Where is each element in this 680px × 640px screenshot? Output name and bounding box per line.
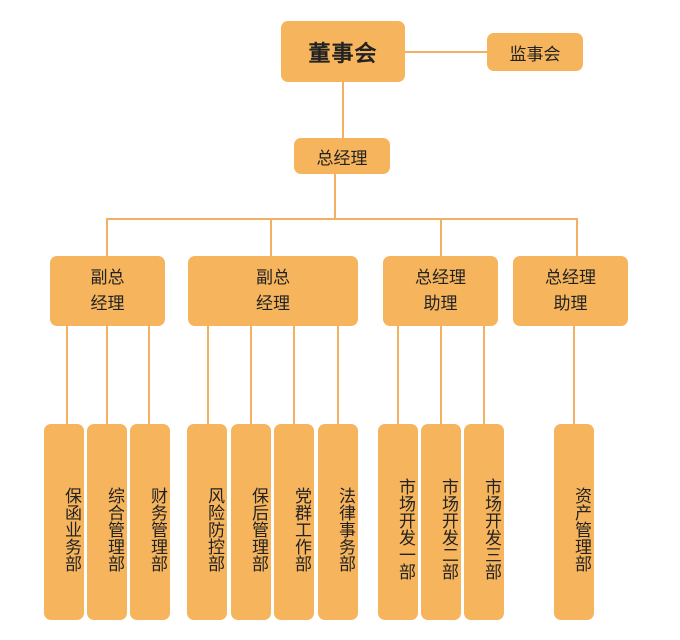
dept-party-affairs-box: 党群工作部 [274, 424, 314, 620]
dept-logistics-box: 保后管理部 [231, 424, 271, 620]
dept-market-1-box: 市场开发一部 [378, 424, 418, 620]
connector-gm-trunk [334, 174, 336, 219]
connector-to-assistant-1 [440, 218, 442, 256]
dept-assets-box: 资产管理部 [554, 424, 594, 620]
board-label: 董事会 [308, 41, 378, 67]
dept-market-3-box: 市场开发三部 [464, 424, 504, 620]
general-manager-label: 总经理 [316, 148, 368, 169]
dept-general-management-label: 综合管理部 [104, 486, 124, 572]
assistant-general-manager-1-box: 总经理 助理 [383, 256, 498, 326]
dept-assets-label: 资产管理部 [571, 486, 591, 572]
dept-market-2-label: 市场开发二部 [438, 478, 458, 580]
connector-dept-finance [148, 326, 150, 424]
connector-dept-risk-control [207, 326, 209, 424]
assistant-general-manager-1-label: 总经理 助理 [415, 268, 466, 314]
deputy-general-manager-2-box: 副总 经理 [188, 256, 358, 326]
deputy-general-manager-1-box: 副总 经理 [50, 256, 165, 326]
connector-to-deputy-1 [106, 218, 108, 256]
dept-legal-box: 法律事务部 [318, 424, 358, 620]
deputy-general-manager-1-label: 副总 经理 [90, 268, 125, 314]
connector-dept-guarantee [66, 326, 68, 424]
assistant-general-manager-2-box: 总经理 助理 [513, 256, 628, 326]
connector-to-assistant-2 [576, 218, 578, 256]
dept-risk-control-box: 风险防控部 [187, 424, 227, 620]
dept-finance-label: 财务管理部 [147, 486, 167, 572]
connector-dept-market-1 [397, 326, 399, 424]
connector-level2-bus [106, 218, 578, 220]
dept-guarantee-box: 保函业务部 [44, 424, 84, 620]
dept-risk-control-label: 风险防控部 [204, 486, 224, 572]
supervisory-board-box: 监事会 [487, 33, 583, 71]
dept-general-management-box: 综合管理部 [87, 424, 127, 620]
connector-dept-logistics [250, 326, 252, 424]
board-box: 董事会 [281, 21, 405, 82]
dept-legal-label: 法律事务部 [335, 486, 355, 572]
connector-dept-assets [573, 326, 575, 424]
dept-finance-box: 财务管理部 [130, 424, 170, 620]
connector-board-gm [342, 82, 344, 138]
deputy-general-manager-2-label: 副总 经理 [256, 268, 290, 314]
dept-market-3-label: 市场开发三部 [481, 478, 501, 580]
dept-party-affairs-label: 党群工作部 [291, 486, 311, 572]
connector-board-supervisory [405, 51, 487, 53]
connector-dept-party-affairs [293, 326, 295, 424]
dept-logistics-label: 保后管理部 [248, 486, 268, 572]
general-manager-box: 总经理 [294, 138, 390, 174]
connector-dept-general-management [106, 326, 108, 424]
supervisory-board-label: 监事会 [509, 44, 561, 65]
dept-guarantee-label: 保函业务部 [61, 486, 81, 572]
connector-dept-market-3 [483, 326, 485, 424]
connector-dept-market-2 [440, 326, 442, 424]
connector-dept-legal [337, 326, 339, 424]
dept-market-2-box: 市场开发二部 [421, 424, 461, 620]
connector-to-deputy-2 [270, 218, 272, 256]
dept-market-1-label: 市场开发一部 [395, 478, 415, 580]
assistant-general-manager-2-label: 总经理 助理 [545, 268, 596, 314]
